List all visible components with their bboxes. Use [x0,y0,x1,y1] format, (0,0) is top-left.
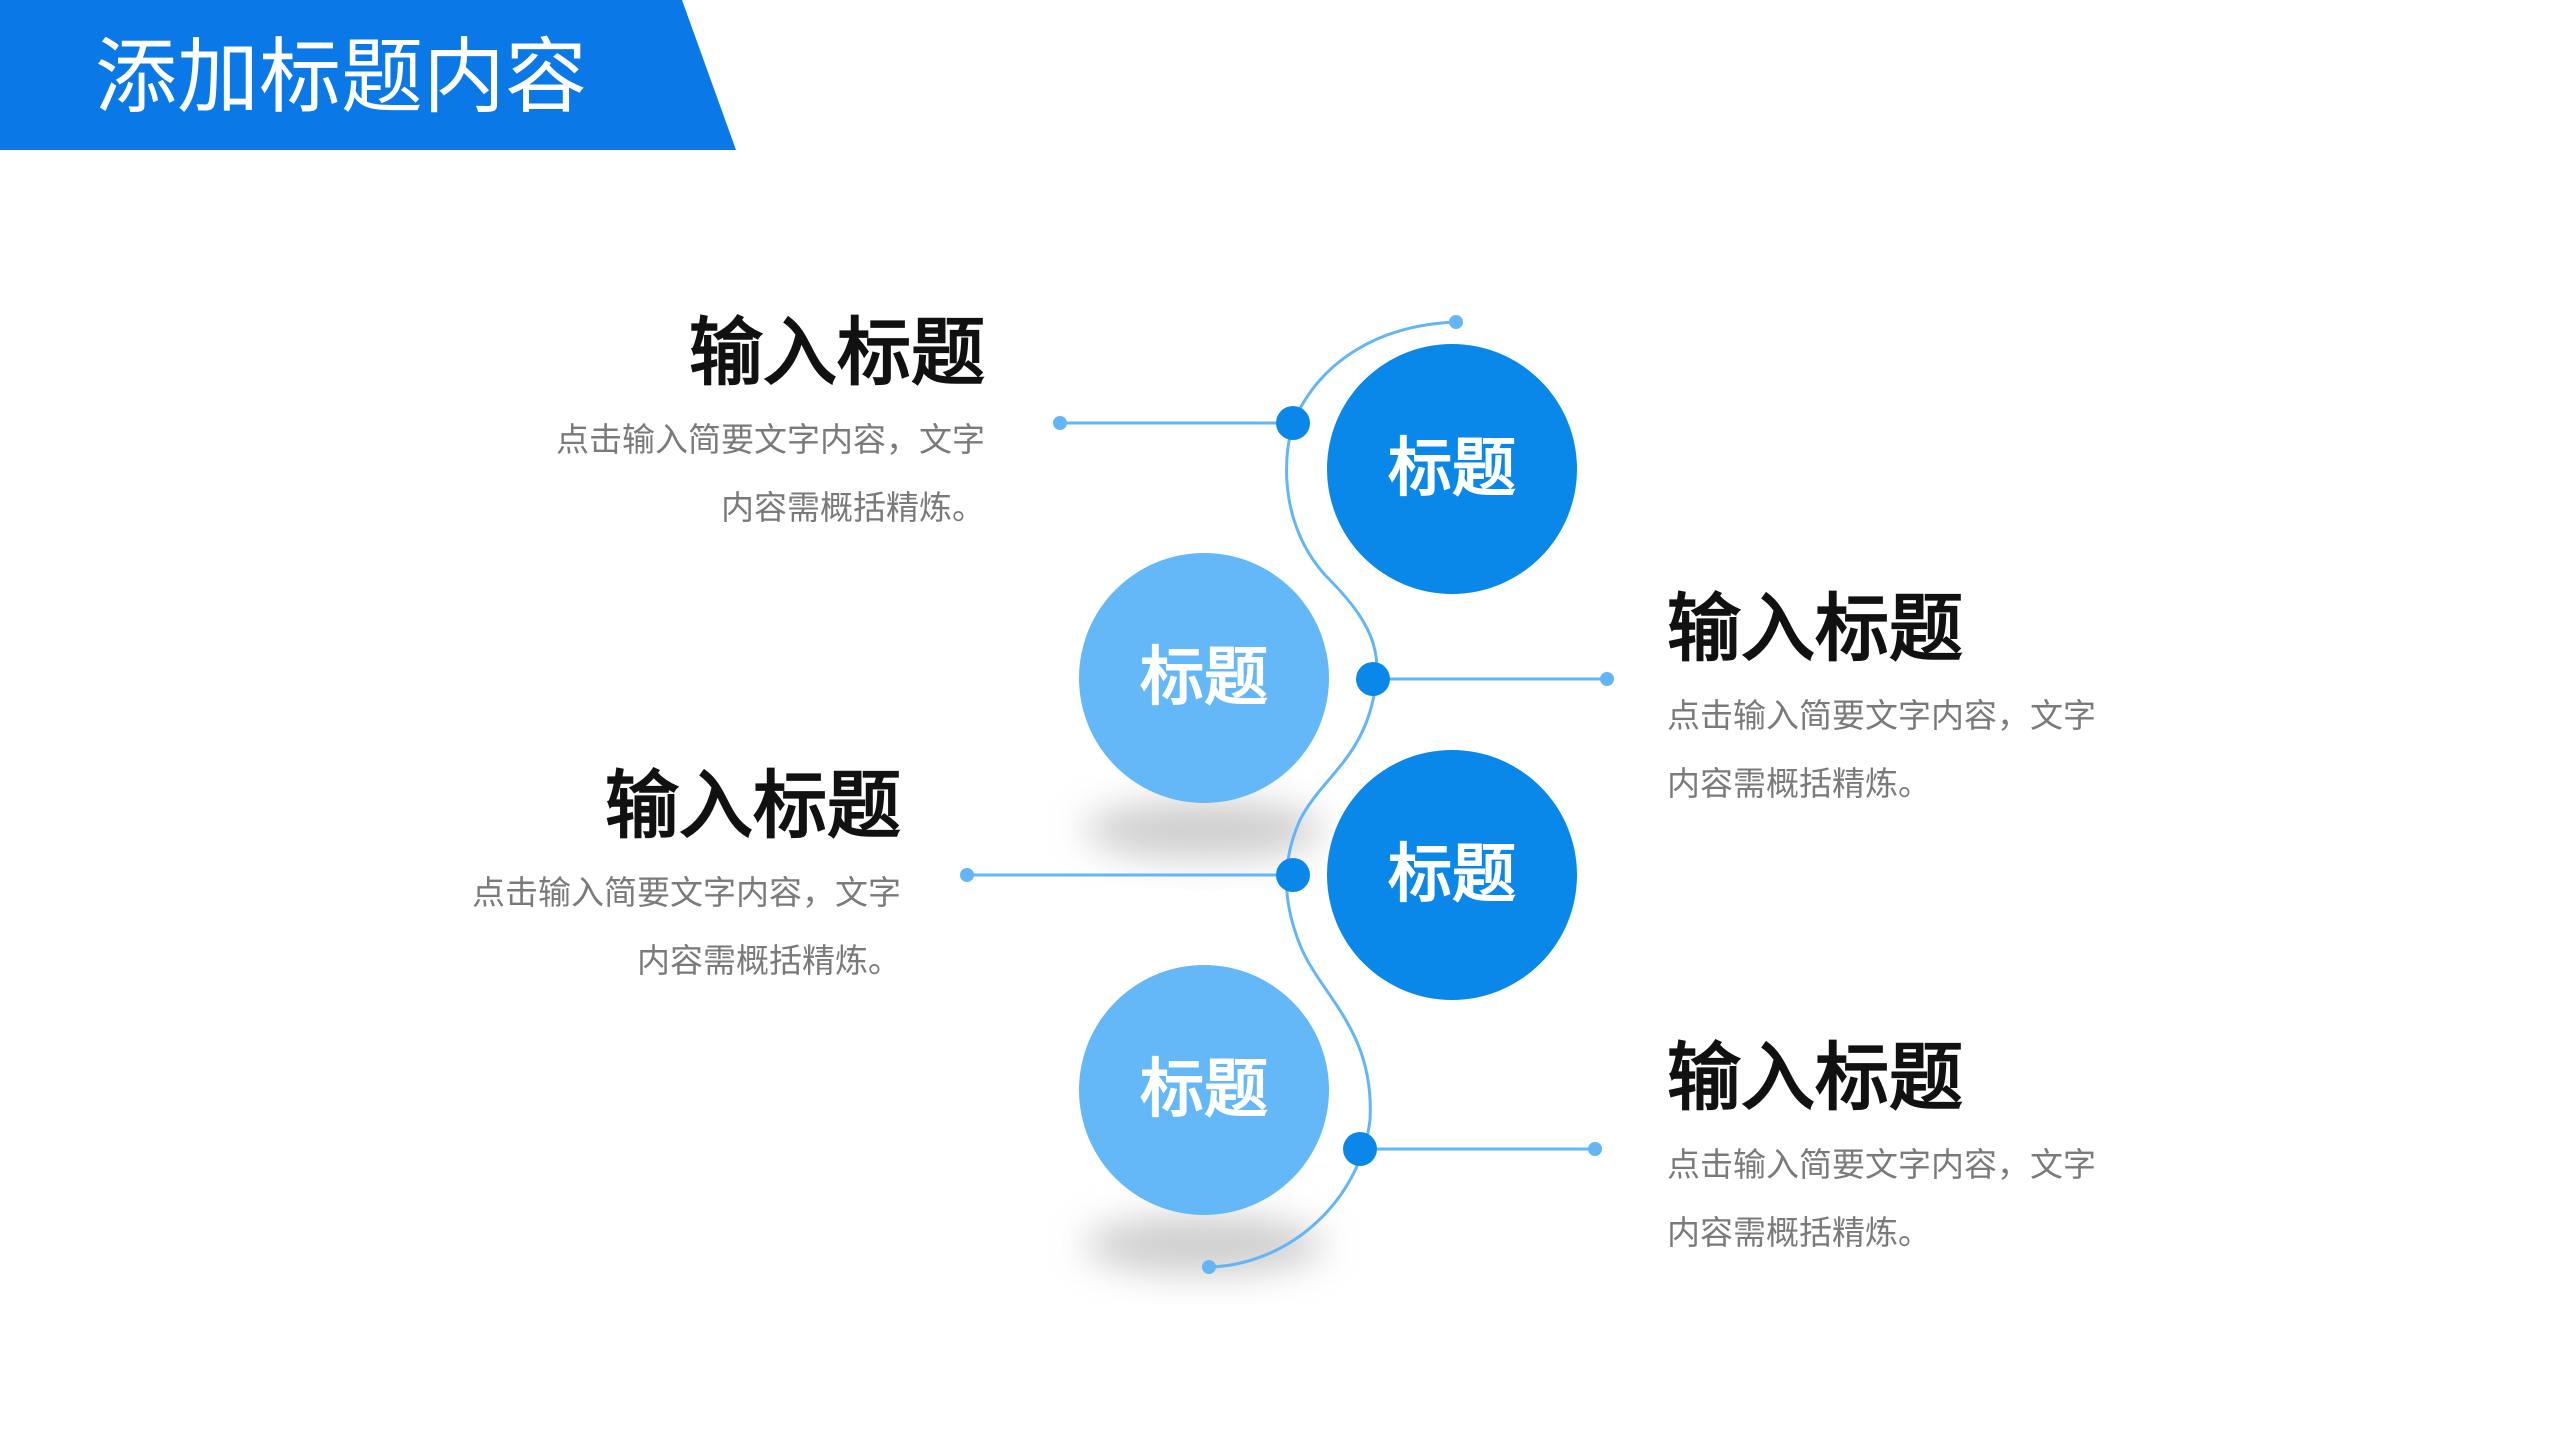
page-title: 添加标题内容 [95,30,588,125]
block-title: 输入标题 [1667,1035,1963,1121]
circle-label: 标题 [1388,837,1516,912]
block-desc: 点击输入简要文字内容，文字内容需概括精炼。 [1667,682,2227,818]
end-dot [1588,1142,1602,1156]
block-title: 输入标题 [1667,586,1963,672]
node-dot [1356,662,1390,696]
end-dot [1449,315,1463,329]
circle-shadow [1084,800,1324,860]
block-desc: 点击输入简要文字内容，文字内容需概括精炼。 [425,406,985,542]
desc-line: 点击输入简要文字内容，文字 [1667,696,2096,735]
block-desc: 点击输入简要文字内容，文字内容需概括精炼。 [1667,1131,2227,1267]
text-block-2: 输入标题 点击输入简要文字内容，文字内容需概括精炼。 [1667,584,2227,818]
circle-shadow [1084,1215,1324,1275]
end-dot [1053,416,1067,430]
desc-line: 内容需概括精炼。 [637,941,901,980]
title-circle-2 [1079,553,1329,803]
node-dot [1343,1132,1377,1166]
circle-label: 标题 [1140,1052,1268,1127]
title-circle-4 [1079,965,1329,1215]
desc-line: 点击输入简要文字内容，文字 [472,873,901,912]
title-circle-1 [1327,344,1577,594]
desc-line: 点击输入简要文字内容，文字 [1667,1145,2096,1184]
end-dot [960,868,974,882]
node-dot [1276,406,1310,440]
text-block-1: 输入标题 点击输入简要文字内容，文字内容需概括精炼。 [425,308,985,542]
circle-label: 标题 [1388,431,1516,506]
title-circle-3 [1327,750,1577,1000]
desc-line: 内容需概括精炼。 [1667,1213,1931,1252]
block-title: 输入标题 [605,763,901,849]
node-dot [1276,858,1310,892]
circle-label: 标题 [1140,640,1268,715]
text-block-3: 输入标题 点击输入简要文字内容，文字内容需概括精炼。 [341,761,901,995]
text-block-4: 输入标题 点击输入简要文字内容，文字内容需概括精炼。 [1667,1033,2227,1267]
title-banner [0,0,736,150]
desc-line: 点击输入简要文字内容，文字 [556,420,985,459]
desc-line: 内容需概括精炼。 [1667,764,1931,803]
block-title: 输入标题 [689,310,985,396]
block-desc: 点击输入简要文字内容，文字内容需概括精炼。 [341,859,901,995]
end-dot [1600,672,1614,686]
end-dot [1202,1260,1216,1274]
desc-line: 内容需概括精炼。 [721,488,985,527]
connector-lines [967,421,1607,1151]
